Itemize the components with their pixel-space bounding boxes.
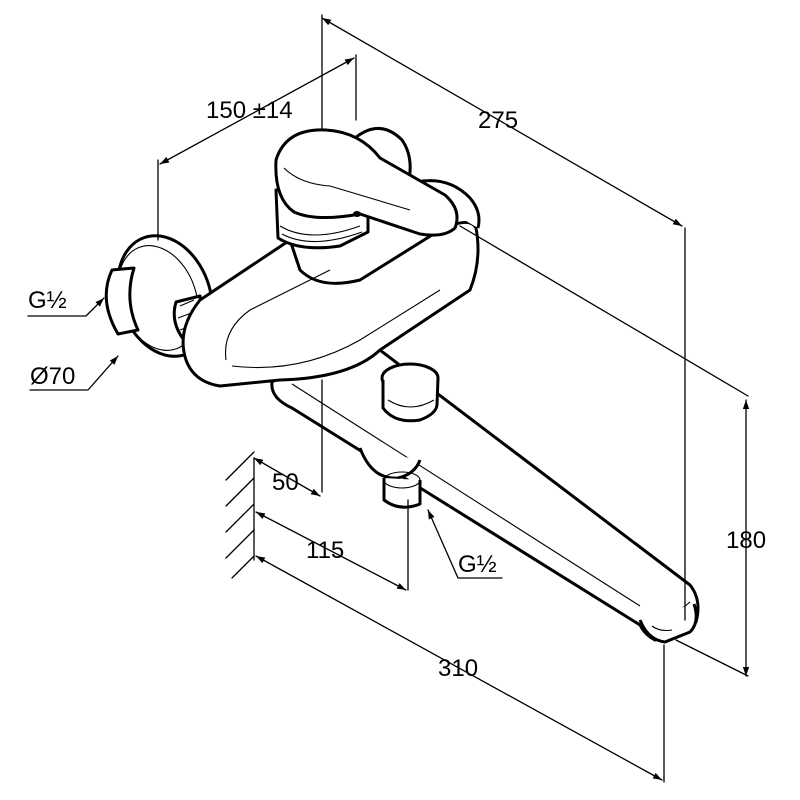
- left-connector: [104, 266, 140, 336]
- dim-label-g12-left: G½: [28, 287, 67, 314]
- dimension-labels: 150 ±14 275 180 G½ Ø70 50 115 G½ 310: [28, 97, 766, 682]
- leader-g12-bottom: [427, 509, 503, 579]
- faucet-outline: [104, 127, 700, 644]
- dim-275-line: [321, 17, 683, 227]
- dim-label-115: 115: [306, 537, 344, 564]
- dim-50-line: [253, 457, 321, 497]
- leader-g12-left: [27, 297, 105, 317]
- dim-label-d70: Ø70: [30, 363, 75, 390]
- dim-label-150: 150 ±14: [206, 97, 293, 124]
- bottom-thread: [382, 478, 422, 509]
- spout: [270, 342, 700, 642]
- dim-label-g12-bottom: G½: [458, 551, 497, 578]
- dimension-lines: [27, 14, 750, 783]
- leader-d70: [29, 355, 119, 391]
- lever-indicator-dot: [353, 211, 361, 217]
- dim-label-50: 50: [272, 469, 299, 496]
- dim-label-310: 310: [438, 655, 478, 682]
- bottom-outlet: [358, 447, 422, 480]
- dim-310-line: [255, 555, 663, 781]
- dim-150-line: [159, 57, 355, 165]
- mixer-body: [181, 221, 480, 388]
- dim-label-180: 180: [726, 527, 766, 554]
- diverter-button-body: [381, 377, 440, 423]
- dim-label-275: 275: [478, 107, 518, 134]
